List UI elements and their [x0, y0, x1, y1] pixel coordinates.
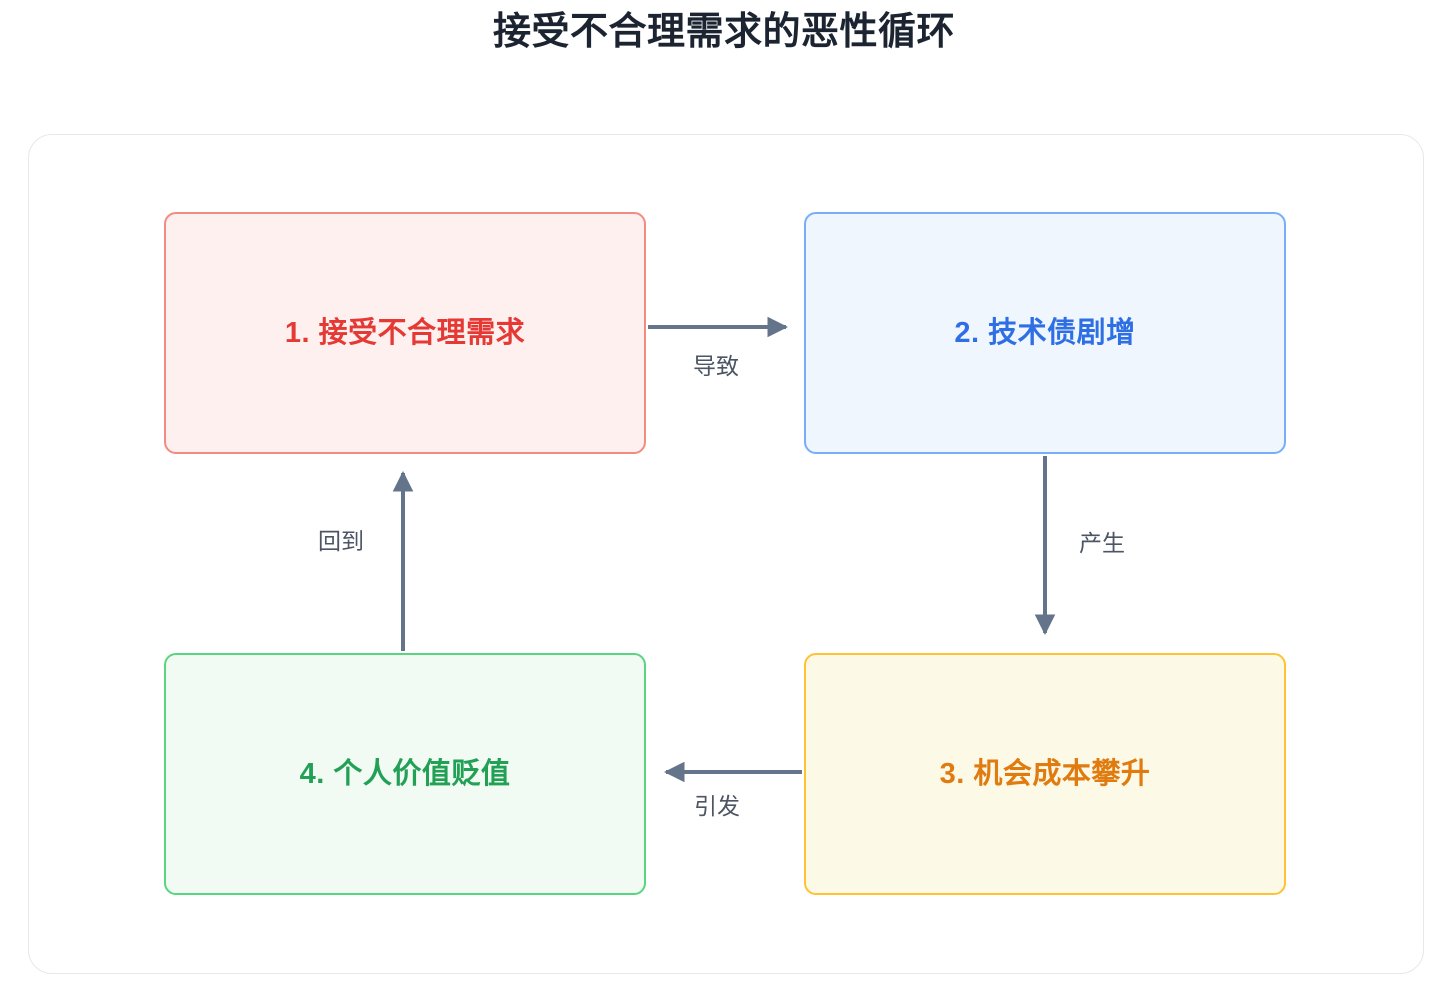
page-title: 接受不合理需求的恶性循环: [492, 11, 955, 53]
edge-label-leads-to: 导致: [693, 353, 739, 379]
node-opportunity-cost-rise[interactable]: 3. 机会成本攀升: [804, 653, 1286, 895]
node-1-label: 1. 接受不合理需求: [284, 316, 526, 349]
node-4-label: 4. 个人价值贬值: [299, 757, 511, 790]
edge-label-back-to: 回到: [318, 528, 364, 554]
node-2-label: 2. 技术债剧增: [954, 316, 1136, 349]
node-personal-value-depreciation[interactable]: 4. 个人价值贬值: [164, 653, 646, 895]
edge-label-produces: 产生: [1079, 530, 1125, 556]
node-accept-unreasonable-requirements[interactable]: 1. 接受不合理需求: [164, 212, 646, 454]
node-technical-debt-surge[interactable]: 2. 技术债剧增: [804, 212, 1286, 454]
edge-label-triggers: 引发: [694, 793, 740, 819]
node-3-label: 3. 机会成本攀升: [939, 757, 1151, 790]
